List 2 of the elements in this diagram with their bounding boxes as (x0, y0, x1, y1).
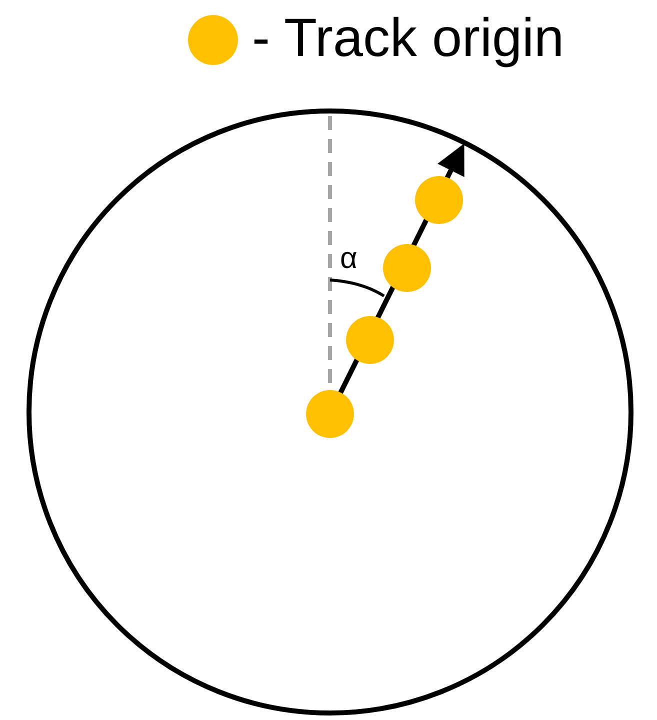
angle-label: α (340, 244, 358, 274)
legend-label: - Track origin (252, 11, 564, 65)
